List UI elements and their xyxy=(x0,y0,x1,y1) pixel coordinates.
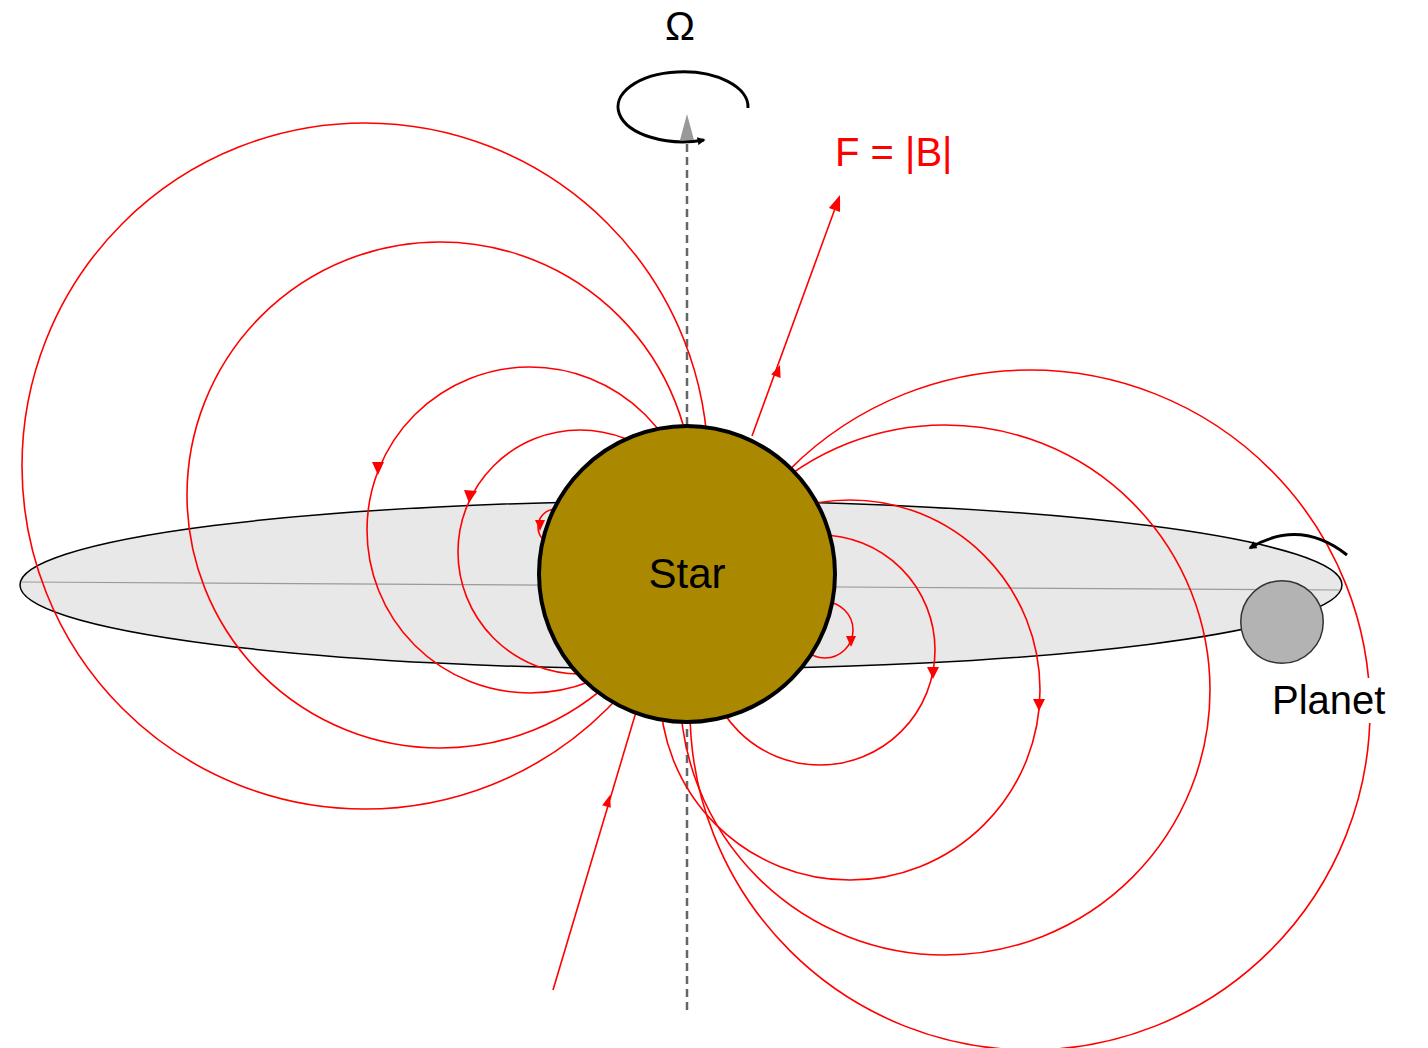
axis-arrowhead xyxy=(680,114,694,140)
field-lines xyxy=(22,123,1370,1048)
open-field-line xyxy=(752,210,835,436)
star-body-circle xyxy=(539,426,835,722)
planet-body: Planet xyxy=(1240,580,1324,664)
field-arrowhead xyxy=(927,667,939,679)
field-strength-label: F = |B| xyxy=(835,130,952,175)
field-arrowhead xyxy=(602,795,611,808)
field-arrowhead xyxy=(771,365,780,378)
open-field-line xyxy=(553,712,636,990)
star-label: Star xyxy=(648,550,725,598)
field-arrowhead xyxy=(829,195,840,212)
field-arrowhead xyxy=(846,636,856,647)
field-arrowheads xyxy=(372,195,1045,808)
rotation-arrow xyxy=(618,72,748,142)
field-arrowhead xyxy=(464,490,477,503)
field-arrowhead xyxy=(535,520,545,531)
planet-body-circle xyxy=(1241,581,1324,664)
field-arrowhead xyxy=(372,462,384,475)
planet-label: Planet xyxy=(1270,678,1387,723)
orbit-arrow xyxy=(1250,535,1347,555)
planet-body-outline xyxy=(1240,580,1324,664)
star-body: Star xyxy=(537,424,837,724)
rotation-symbol: Ω xyxy=(665,4,695,49)
field-arrowhead xyxy=(1033,699,1045,711)
